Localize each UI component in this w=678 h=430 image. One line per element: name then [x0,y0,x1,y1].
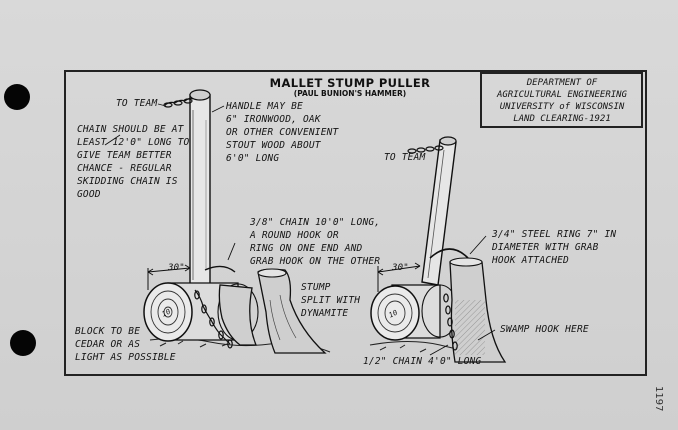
handle-note-line-2: 6" IRONWOOD, OAK [226,114,321,125]
stump-note-line-2: SPLIT WITH [301,295,361,306]
ring-note-line-3: HOOK ATTACHED [492,255,569,266]
chain-to-team-right [407,145,444,154]
chain-note-line-4: CHANCE - REGULAR [77,163,172,174]
punch-hole-bottom [10,330,36,356]
side-mark: 1197 [653,386,664,412]
dimension-right [377,262,421,292]
label-to-team-right: TO TEAM [384,152,426,163]
leader-lines-right [429,235,496,356]
dept-line-3: UNIVERSITY of WISCONSIN [499,102,625,112]
label-to-team-left: TO TEAM [116,98,158,109]
ring-note-line-1: 3/4" STEEL RING 7" IN [492,229,617,240]
punch-hole-top [4,84,30,110]
stump-note-line-3: DYNAMITE [301,308,349,319]
dimension-left [147,264,191,290]
half-chain-label: 1/2" CHAIN 4'0" LONG [363,356,482,367]
leader-lines-left [104,103,236,261]
drawing-frame [64,70,647,376]
diagram-title: MALLET STUMP PULLER [269,76,431,90]
chain-note-line-1: CHAIN SHOULD BE AT [77,124,184,135]
chain-around-stump-right [443,293,458,351]
mallet-block-right [370,284,459,341]
chain-spec-line-1: 3/8" CHAIN 10'0" LONG, [250,217,381,228]
department-box [480,72,643,128]
handle-note-line-4: STOUT WOOD ABOUT [226,140,321,151]
chain-note-line-2: LEAST 12'0" LONG TO [77,137,190,148]
chain-spec-line-4: GRAB HOOK ON THE OTHER [250,256,381,267]
split-stump [218,268,327,354]
chain-spec-line-2: A ROUND HOOK OR [250,230,339,241]
dimension-left-label: 30" [168,263,185,273]
handle-note-line-1: HANDLE MAY BE [226,101,303,112]
chain-around-stump-left [194,289,233,349]
chain-spec-line-3: RING ON ONE END AND [250,243,363,254]
stump-note-line-1: STUMP [301,282,331,293]
block-note-line-1: BLOCK TO BE [75,326,141,337]
block-note-line-2: CEDAR OR AS [75,339,141,350]
stump-right [449,257,507,363]
ring-note-line-2: DIAMETER WITH GRAB [492,242,599,253]
swamp-hook-label: SWAMP HOOK HERE [500,324,589,335]
chain-note-line-3: GIVE TEAM BETTER [77,150,172,161]
handle-note-line-5: 6'0" LONG [226,153,280,164]
chain-to-team-left [163,97,194,108]
diagram-subtitle: (PAUL BUNION'S HAMMER) [293,89,407,98]
chain-note-line-5: SKIDDING CHAIN IS [77,176,178,187]
steel-ring [429,248,469,259]
dept-line-4: LAND CLEARING-1921 [513,114,611,124]
dept-line-2: AGRICULTURAL ENGINEERING [496,90,628,100]
dimension-right-label: 30" [392,263,409,273]
handle-note-line-3: OR OTHER CONVENIENT [226,127,339,138]
chain-note-line-6: GOOD [77,189,101,200]
block-note-line-3: LIGHT AS POSSIBLE [75,352,176,363]
handle-left [189,89,211,291]
dept-line-1: DEPARTMENT OF [526,78,598,88]
